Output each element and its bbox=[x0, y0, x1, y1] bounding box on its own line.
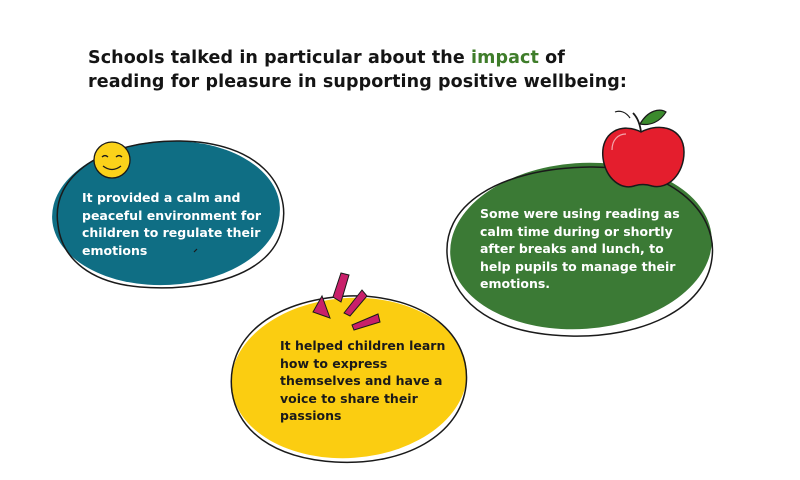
teal-bubble-text: It provided a calm and peaceful environm… bbox=[82, 189, 261, 259]
heading-line-1: Schools talked in particular about the i… bbox=[88, 46, 648, 70]
apple-icon bbox=[602, 109, 685, 188]
page-heading: Schools talked in particular about the i… bbox=[88, 46, 648, 94]
green-bubble bbox=[446, 162, 714, 337]
green-line-1: Some were using reading as bbox=[480, 206, 680, 221]
teal-line-1: It provided a calm and bbox=[82, 190, 241, 205]
yellow-line-5: passions bbox=[280, 408, 342, 423]
smiley-face-icon bbox=[93, 141, 131, 179]
heading-text-after: of bbox=[538, 48, 565, 68]
heading-highlight-word: impact bbox=[471, 48, 539, 68]
burst-lines-icon bbox=[312, 272, 381, 331]
yellow-line-3: themselves and have a bbox=[280, 373, 443, 388]
green-line-3: after breaks and lunch, to bbox=[480, 241, 664, 256]
green-line-2: calm time during or shortly bbox=[480, 223, 673, 239]
teal-line-3: children to regulate their bbox=[82, 225, 261, 240]
yellow-line-1: It helped children learn bbox=[280, 338, 446, 353]
yellow-line-2: how to express bbox=[280, 355, 388, 371]
heading-text-before: Schools talked in particular about the bbox=[88, 48, 472, 68]
teal-line-2: peaceful environment for bbox=[82, 207, 262, 223]
heading-line-2: reading for pleasure in supporting posit… bbox=[88, 72, 628, 92]
yellow-bubble bbox=[230, 295, 468, 464]
green-bubble-text: Some were using reading as calm time dur… bbox=[480, 205, 680, 293]
yellow-bubble-text: It helped children learn how to express … bbox=[280, 337, 445, 425]
green-line-5: emotions. bbox=[480, 276, 551, 291]
teal-line-4: emotions bbox=[82, 242, 148, 258]
yellow-line-4: voice to share their bbox=[280, 390, 418, 406]
green-line-4: help pupils to manage their bbox=[480, 258, 676, 274]
